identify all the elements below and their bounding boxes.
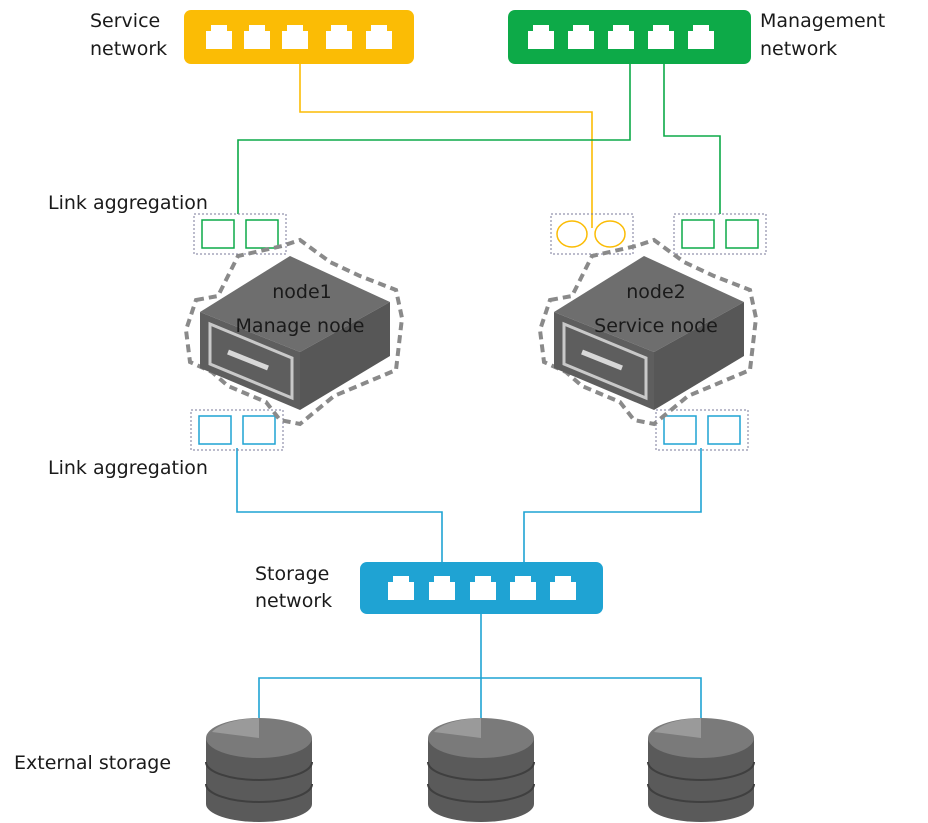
- node2-storage-port-group: [655, 409, 749, 451]
- storage-switch: [360, 562, 603, 614]
- service-network-label-line1: Service: [90, 10, 160, 32]
- management-network-label-line1: Management: [760, 10, 885, 32]
- storage-disk-3: [647, 718, 755, 822]
- management-switch: [508, 10, 751, 64]
- node1-storage-port-group: [190, 409, 284, 451]
- storage-bus: [258, 677, 702, 720]
- storage-network-label-line2: network: [255, 590, 332, 612]
- storage-disk-1: [205, 718, 313, 822]
- management-link-node1: [237, 62, 631, 214]
- management-link-node2: [663, 62, 721, 214]
- node1-role: Manage node: [236, 315, 365, 337]
- node2-mgmt-port-group: [673, 213, 767, 255]
- node2-server: [537, 237, 759, 427]
- node1-name: node1: [272, 281, 332, 303]
- external-storage-label: External storage: [14, 752, 171, 774]
- storage-link-node1: [236, 448, 443, 562]
- storage-disk-2: [427, 718, 535, 822]
- node1-server: [183, 237, 405, 427]
- management-network-label-line2: network: [760, 38, 837, 60]
- node2-role: Service node: [594, 315, 718, 337]
- server-icon: [554, 256, 744, 352]
- service-network-label-line2: network: [90, 38, 167, 60]
- node2-name: node2: [626, 281, 686, 303]
- node2-service-port-group: [550, 213, 634, 255]
- server-icon: [200, 256, 390, 352]
- link-aggregation-label-bottom: Link aggregation: [48, 457, 208, 479]
- service-link-node2: [299, 62, 593, 228]
- storage-network-label-line1: Storage: [255, 563, 329, 585]
- service-switch: [184, 10, 414, 64]
- link-aggregation-label-top: Link aggregation: [48, 192, 208, 214]
- storage-link-node2: [523, 448, 702, 562]
- node1-mgmt-port-group: [193, 213, 287, 255]
- connection-lines: [236, 62, 721, 720]
